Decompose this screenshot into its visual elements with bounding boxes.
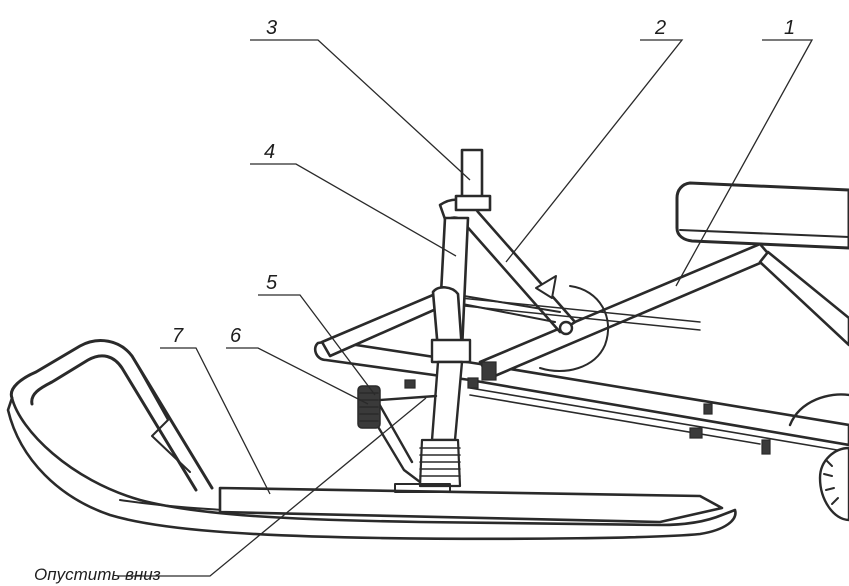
callout-2: 2 [654, 17, 666, 39]
seat [675, 181, 849, 250]
drive-sprocket [788, 393, 849, 522]
ski [6, 339, 737, 541]
callout-7: 7 [172, 325, 184, 347]
steering-column [430, 148, 492, 442]
frame-cross-tube [320, 290, 701, 358]
frame-tube-1 [478, 242, 849, 380]
instruction-note: Опустить вниз [34, 565, 161, 584]
frame-brackets [481, 361, 771, 455]
leader-lines [118, 39, 814, 577]
callout-1: 1 [784, 17, 795, 39]
shock-absorber [366, 400, 462, 488]
rotation-arrow [535, 275, 610, 372]
callout-5: 5 [266, 272, 278, 294]
ski-spring-clip [357, 377, 479, 429]
callout-3: 3 [266, 17, 277, 39]
callout-6: 6 [230, 325, 242, 347]
frame-main-tube [313, 339, 849, 453]
callout-4: 4 [264, 141, 275, 163]
